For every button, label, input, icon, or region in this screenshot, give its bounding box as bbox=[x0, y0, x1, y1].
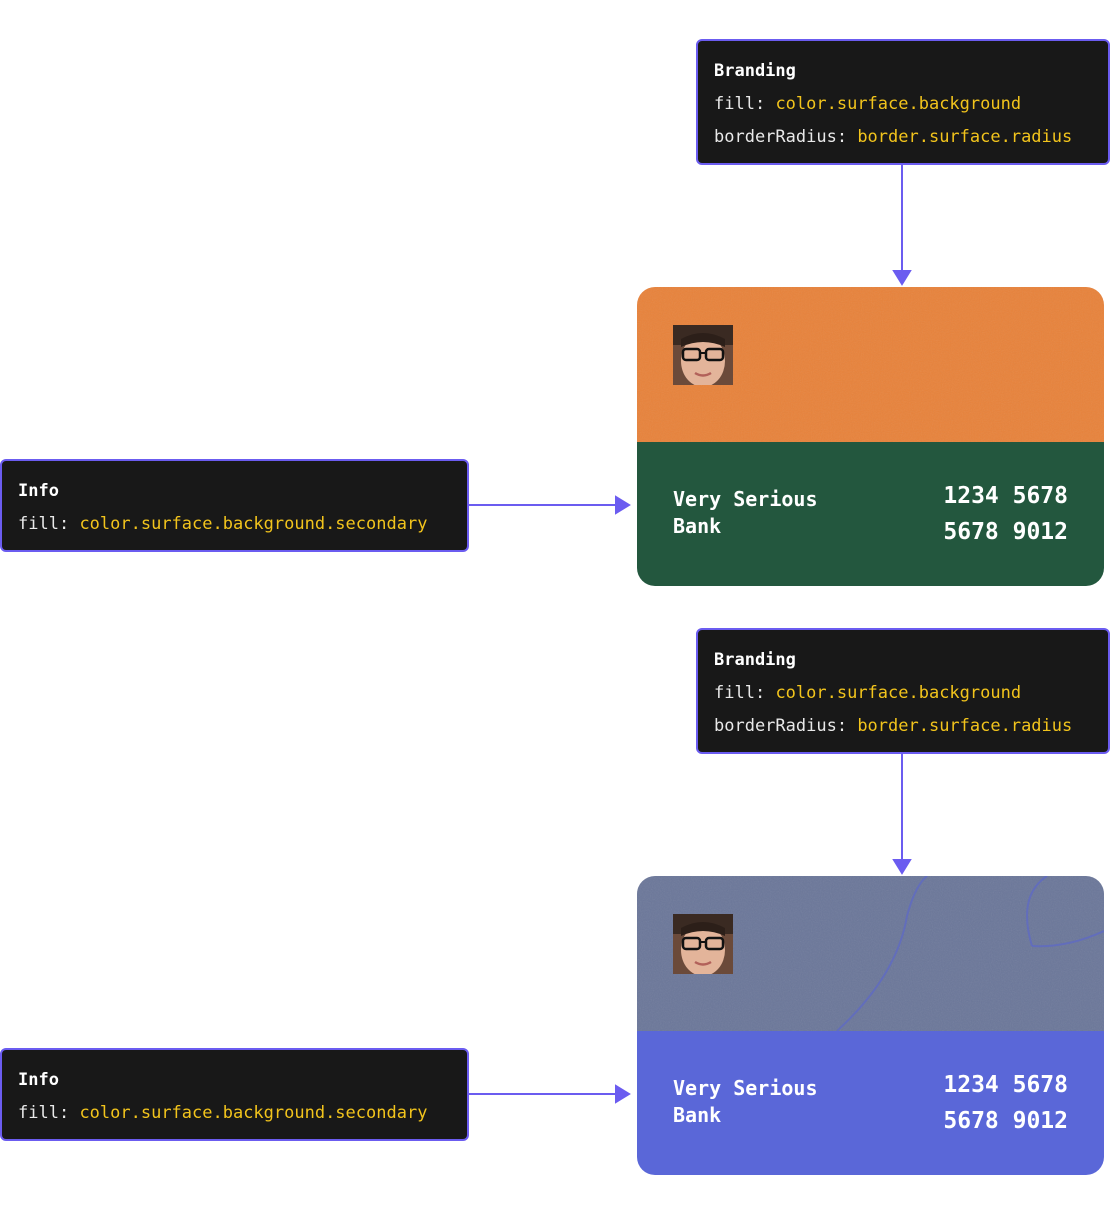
bank-card-2: Very Serious Bank 1234 5678 5678 9012 bbox=[637, 876, 1104, 1175]
fill-token: color.surface.background bbox=[775, 94, 1022, 114]
annotation-fill-row: fill: color.surface.background.secondary bbox=[18, 1097, 451, 1130]
bank-name: Very Serious Bank bbox=[673, 1076, 818, 1127]
card-number-line-2: 5678 9012 bbox=[943, 1108, 1068, 1134]
info-annotation-2: Info fill: color.surface.background.seco… bbox=[0, 1048, 469, 1141]
card-number: 1234 5678 5678 9012 bbox=[943, 478, 1068, 550]
card-number: 1234 5678 5678 9012 bbox=[943, 1067, 1068, 1139]
bank-name: Very Serious Bank bbox=[673, 487, 818, 538]
annotation-fill-row: fill: color.surface.background bbox=[714, 677, 1092, 710]
fill-token: color.surface.background.secondary bbox=[79, 514, 428, 534]
annotation-fill-row: fill: color.surface.background bbox=[714, 88, 1092, 121]
annotation-title: Branding bbox=[714, 61, 796, 81]
info-annotation-1: Info fill: color.surface.background.seco… bbox=[0, 459, 469, 552]
card-info-section: Very Serious Bank 1234 5678 5678 9012 bbox=[637, 1031, 1104, 1175]
face-photo-icon bbox=[673, 325, 733, 385]
card-branding-section bbox=[637, 287, 1104, 442]
arrowhead-icon bbox=[892, 270, 912, 286]
fill-key: fill: bbox=[714, 683, 766, 703]
radius-key: borderRadius: bbox=[714, 716, 848, 736]
branding-annotation-1: Branding fill: color.surface.background … bbox=[696, 39, 1110, 165]
card-number-line-2: 5678 9012 bbox=[943, 519, 1068, 545]
card-branding-section bbox=[637, 876, 1104, 1031]
fill-key: fill: bbox=[714, 94, 766, 114]
fill-key: fill: bbox=[18, 1103, 70, 1123]
fill-token: color.surface.background bbox=[775, 683, 1022, 703]
branding-annotation-2: Branding fill: color.surface.background … bbox=[696, 628, 1110, 754]
fill-token: color.surface.background.secondary bbox=[79, 1103, 428, 1123]
arrowhead-icon bbox=[615, 1084, 631, 1104]
arrowhead-icon bbox=[615, 495, 631, 515]
annotation-title: Info bbox=[18, 481, 59, 501]
face-photo-icon bbox=[673, 914, 733, 974]
annotation-fill-row: fill: color.surface.background.secondary bbox=[18, 508, 451, 541]
radius-token: border.surface.radius bbox=[857, 127, 1073, 147]
fill-key: fill: bbox=[18, 514, 70, 534]
radius-token: border.surface.radius bbox=[857, 716, 1073, 736]
card-number-line-1: 1234 5678 bbox=[943, 1072, 1068, 1098]
card-info-section: Very Serious Bank 1234 5678 5678 9012 bbox=[637, 442, 1104, 586]
annotation-radius-row: borderRadius: border.surface.radius bbox=[714, 121, 1092, 154]
bank-card-1: Very Serious Bank 1234 5678 5678 9012 bbox=[637, 287, 1104, 586]
annotation-title: Info bbox=[18, 1070, 59, 1090]
annotation-radius-row: borderRadius: border.surface.radius bbox=[714, 710, 1092, 743]
radius-key: borderRadius: bbox=[714, 127, 848, 147]
arrowhead-icon bbox=[892, 859, 912, 875]
annotation-title: Branding bbox=[714, 650, 796, 670]
card-number-line-1: 1234 5678 bbox=[943, 483, 1068, 509]
